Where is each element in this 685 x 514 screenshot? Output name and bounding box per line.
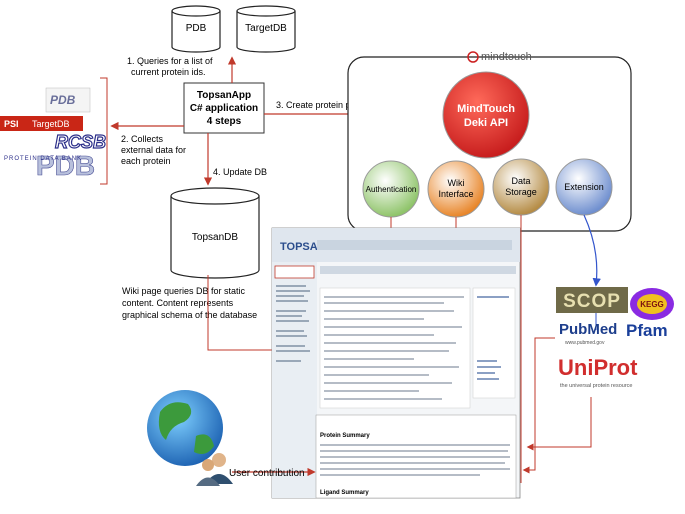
pdb-label: PDB <box>186 23 207 34</box>
wiki-note-1: Wiki page queries DB for static <box>122 286 246 296</box>
screenshot-table <box>319 287 471 409</box>
targetdb-database: TargetDB <box>236 5 296 53</box>
scop-logo: SCOP <box>556 287 628 313</box>
topsandb-database: TopsanDB <box>170 187 260 279</box>
svg-text:www.pubmed.gov: www.pubmed.gov <box>565 340 605 346</box>
authentication-module: Authentication <box>362 160 420 218</box>
svg-text:PSI: PSI <box>4 119 19 129</box>
wiki-label-1: Wiki <box>448 178 465 188</box>
svg-text:PDB: PDB <box>50 93 76 107</box>
mindtouch-logo-icon <box>467 51 479 63</box>
pdb-database: PDB <box>171 5 221 53</box>
mindtouch-brand: mindtouch <box>481 51 532 63</box>
wiki-label-2: Interface <box>438 189 473 199</box>
svg-text:PROTEIN DATA BANK: PROTEIN DATA BANK <box>4 156 82 162</box>
step4-text: 4. Update DB <box>213 167 267 177</box>
app-subtitle: C# application <box>190 103 258 114</box>
user-contribution-label: User contribution <box>229 468 305 479</box>
svg-text:TargetDB: TargetDB <box>32 119 70 129</box>
user-icon <box>196 453 233 486</box>
topsan-wiki-screenshot: TOPSAN Protein Summ <box>271 227 521 499</box>
extension-label: Extension <box>564 182 604 192</box>
svg-text:PubMed: PubMed <box>559 321 617 338</box>
svg-text:KEGG: KEGG <box>640 300 664 309</box>
data-storage-module: Data Storage <box>492 158 550 216</box>
pfam-logo: Pfam <box>626 321 668 340</box>
wiki-interface-module: Wiki Interface <box>427 160 485 218</box>
step2-line2: external data for <box>121 145 186 155</box>
svg-text:PDB: PDB <box>36 150 95 181</box>
app-steps: 4 steps <box>207 116 242 127</box>
screenshot-logo: TOPSAN <box>280 241 326 253</box>
deki-line1: MindTouch <box>457 103 515 115</box>
protein-data-bank-logo: RCSB PDB PROTEIN DATA BANK <box>4 131 107 181</box>
deki-api-circle: MindTouch Deki API <box>442 71 530 159</box>
step2-line1: 2. Collects <box>121 134 164 144</box>
psi-targetdb-logo: PSI TargetDB <box>0 116 83 131</box>
kegg-logo: KEGG <box>630 288 674 320</box>
svg-text:RCSB: RCSB <box>55 132 106 152</box>
earth-icon <box>147 390 223 466</box>
wiki-note-2: content. Content represents <box>122 298 234 308</box>
ligand-summary-heading: Ligand Summary <box>320 490 369 496</box>
step1-line2: current protein ids. <box>131 67 206 77</box>
storage-label-1: Data <box>511 176 530 186</box>
svg-text:Pfam: Pfam <box>626 321 668 340</box>
extension-module: Extension <box>555 158 613 216</box>
protein-summary-heading: Protein Summary <box>320 433 370 439</box>
wiki-note-3: graphical schema of the database <box>122 310 257 320</box>
external-data-arrow <box>522 337 555 474</box>
svg-text:SCOP: SCOP <box>563 291 621 312</box>
step2-line3: each protein <box>121 156 171 166</box>
topsandb-label: TopsanDB <box>192 232 238 243</box>
app-title: TopsanApp <box>197 90 251 101</box>
left-bracket <box>100 77 108 185</box>
screenshot-summary-box <box>472 287 516 399</box>
screenshot-sidebar <box>272 262 317 498</box>
topsanapp-box: TopsanApp C# application 4 steps <box>183 82 265 134</box>
step1-line1: 1. Queries for a list of <box>127 56 213 66</box>
svg-text:the universal protein resource: the universal protein resource <box>560 383 632 389</box>
step3-text: 3. Create protein pages <box>276 100 371 110</box>
targetdb-label: TargetDB <box>245 23 287 34</box>
storage-label-2: Storage <box>505 187 537 197</box>
authentication-label: Authentication <box>366 185 417 194</box>
extension-arrow <box>583 214 601 287</box>
pdb-europe-logo: PDB <box>45 87 91 113</box>
deki-line2: Deki API <box>464 117 508 129</box>
svg-text:UniProt: UniProt <box>558 355 638 380</box>
pubmed-logo: PubMed www.pubmed.gov <box>559 321 617 346</box>
uniprot-arrow <box>526 397 592 451</box>
uniprot-logo: UniProt the universal protein resource <box>558 355 638 389</box>
